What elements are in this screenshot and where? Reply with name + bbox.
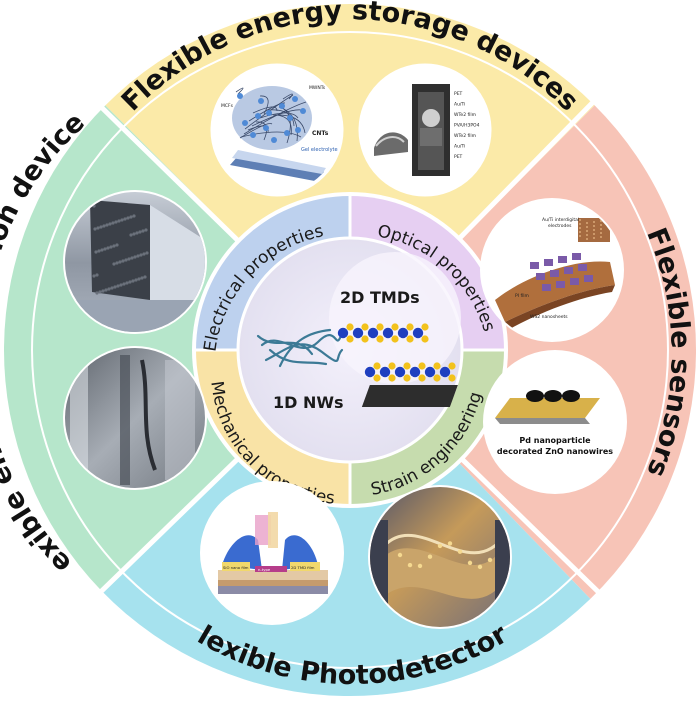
label-wte2-layer: Au/Ti: [454, 144, 465, 150]
label-1d-nws: 1D NWs: [273, 393, 344, 412]
image-conversion-bottom: [63, 346, 207, 490]
label-electrodes-2: electrodes: [548, 223, 572, 229]
image-sensor-zno: Pd nanoparticle decorated ZnO nanowires: [361, 350, 627, 494]
label-wte2-layer: PET: [454, 154, 463, 160]
outer-ring-line: [31, 31, 669, 669]
label-gel: Gel electrolyte: [301, 147, 338, 153]
label-wte2-layer: PET: [454, 91, 463, 97]
label-wte2-layer: Au/Ti: [454, 102, 465, 108]
label-mcfs: MCFs: [221, 103, 234, 109]
label-mwnts: MWNTs: [309, 85, 326, 91]
image-photodetector-photo: [368, 485, 512, 629]
image-storage-cnt: MWNTs MCFs CNTs Gel electrolyte: [210, 63, 344, 197]
label-ws2: WS2 nanosheets: [530, 314, 568, 320]
image-sensor-ws2: Au/Ti interdigital electrodes PI film WS…: [480, 198, 624, 342]
label-sio-film: SiO nano film: [223, 565, 249, 570]
tmd-lattice-icon: [337, 323, 456, 382]
label-2d-tmds: 2D TMDs: [340, 288, 420, 307]
image-photodetector-device: SiO nano film n-type 2D TMD film: [200, 481, 344, 625]
label-pi-film: PI film: [515, 293, 529, 299]
label-wte2-layer: PVA/H3PO4: [454, 123, 480, 129]
label-electrodes-1: Au/Ti interdigital: [542, 217, 579, 223]
label-wte2-layer: WTe2 film: [454, 133, 476, 139]
image-conversion-top: [63, 190, 207, 334]
label-cnts: CNTs: [312, 130, 329, 137]
nanowire-icon: [256, 328, 344, 368]
label-zno-nanowires: decorated ZnO nanowires: [497, 447, 613, 456]
label-pd-nanoparticle: Pd nanoparticle: [519, 436, 591, 445]
label-wte2-layer: WTe2 film: [454, 112, 476, 118]
core-highlight: [329, 252, 461, 384]
label-2dtmd-film: 2D TMD film: [291, 565, 315, 570]
label-ntype: n-type: [258, 567, 271, 572]
